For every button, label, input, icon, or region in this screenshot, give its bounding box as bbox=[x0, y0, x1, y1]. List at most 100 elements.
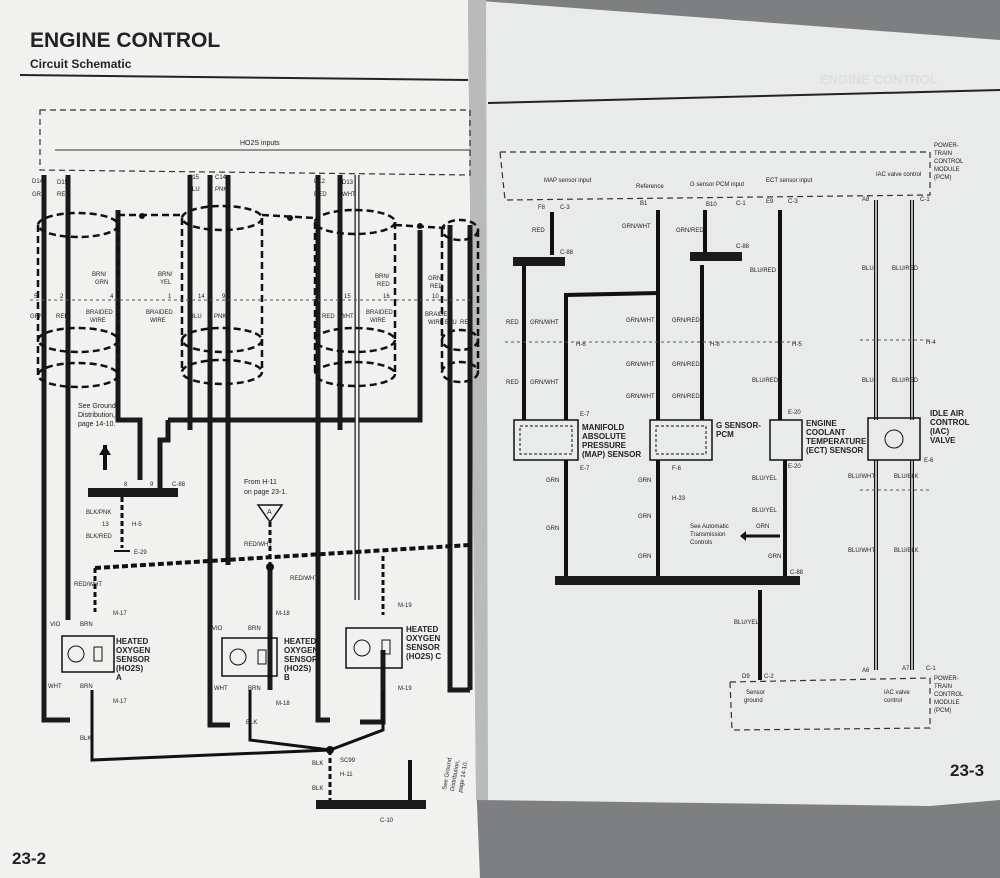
input-reference: Reference bbox=[636, 184, 664, 190]
mid-wire-blu: BLU bbox=[190, 314, 202, 320]
c88-label-left: C-88 bbox=[172, 482, 186, 488]
wire-blured-2: BLU/RED bbox=[752, 378, 779, 384]
h4-label: H-4 bbox=[926, 340, 936, 346]
page-title: ENGINE CONTROL bbox=[30, 29, 220, 52]
c88-bottom-bar bbox=[555, 576, 800, 585]
h5-label: H-5 bbox=[792, 342, 802, 348]
pcm-bottom-1: POWER- bbox=[934, 676, 959, 682]
pin-c1b: C-1 bbox=[920, 197, 930, 203]
wire-red-2: RED bbox=[314, 192, 327, 198]
arrow-left-icon bbox=[740, 531, 746, 541]
ground-note-2: Distribution, bbox=[78, 412, 115, 419]
brn-red-2: RED bbox=[377, 282, 390, 288]
vio-label-b: VIO bbox=[212, 626, 223, 632]
mid-wire-red-3: RED bbox=[460, 320, 473, 326]
braided-label-a1: BRAIDED bbox=[86, 310, 113, 316]
wire-grn: GRN bbox=[32, 192, 45, 198]
left-page-number: 23-2 bbox=[12, 849, 46, 868]
braided-label-c1: BRAIDED bbox=[366, 310, 393, 316]
ground-bus bbox=[90, 690, 412, 800]
wire-grnred-4: GRN/RED bbox=[672, 394, 700, 400]
book-gutter bbox=[468, 0, 488, 800]
wire-grn-ect: GRN bbox=[756, 524, 769, 530]
map-label-3: PRESSURE bbox=[582, 441, 627, 450]
svg-text:Distribution,: Distribution, bbox=[450, 759, 461, 792]
e20-top: E-20 bbox=[788, 410, 801, 416]
pin-12: 12 bbox=[314, 294, 321, 300]
wire-blu-iac-2: BLU bbox=[862, 378, 874, 384]
map-label-2: ABSOLUTE bbox=[582, 432, 627, 441]
wire-grn-g-2: GRN bbox=[638, 514, 651, 520]
mid-wire-pnk: PNK bbox=[214, 314, 226, 320]
pin-b10: B10 bbox=[706, 202, 717, 208]
sensor-c-label-3: SENSOR bbox=[406, 643, 440, 652]
h5-label-left: H-5 bbox=[132, 522, 142, 528]
pin-e9: E9 bbox=[766, 199, 774, 205]
sc99-label: SC99 bbox=[340, 758, 356, 764]
pcm-box-right bbox=[499, 151, 931, 201]
ghost-title: ENGINE CONTROL bbox=[820, 72, 938, 87]
wire-grn-g-3: GRN bbox=[638, 554, 651, 560]
pin-a7: A7 bbox=[902, 666, 910, 672]
wire-grnwht-5: GRN/WHT bbox=[626, 362, 655, 368]
c10-ground-bar bbox=[316, 800, 426, 809]
wire-red: RED bbox=[57, 192, 70, 198]
iac-label-4: VALVE bbox=[930, 436, 956, 445]
pin-a8: A8 bbox=[862, 197, 870, 203]
sensor-c-label-4: (HO2S) C bbox=[406, 652, 441, 661]
ground-note-rotated: See Ground Distribution, page 14-10. bbox=[442, 757, 469, 793]
ho2s-sensor-a bbox=[61, 635, 115, 673]
blk-label-c: BLK bbox=[312, 761, 323, 767]
connector-a-triangle-icon bbox=[256, 504, 284, 524]
pin-b1: B1 bbox=[640, 201, 648, 207]
grn-red-1: GRN/ bbox=[428, 276, 443, 282]
sensor-b-label-1: HEATED bbox=[284, 637, 317, 646]
brn-yel-1: BRN/ bbox=[158, 272, 173, 278]
m19-top: M-19 bbox=[398, 603, 412, 609]
splice-red-wht bbox=[266, 563, 274, 571]
h33-label: H-33 bbox=[672, 496, 686, 502]
pin-c1-bottom: C-1 bbox=[926, 666, 936, 672]
ground-note-3: page 14-10. bbox=[78, 421, 115, 428]
wire-red-map-2: RED bbox=[506, 320, 519, 326]
ect-label-3: TEMPERATURE bbox=[806, 437, 867, 446]
e20-bottom: E-20 bbox=[788, 464, 801, 470]
m17-top: M-17 bbox=[113, 611, 127, 617]
splice-dot-2 bbox=[287, 215, 293, 221]
wire-grnwht-6: GRN/WHT bbox=[626, 394, 655, 400]
wire-bluwht-2: BLU/WHT bbox=[848, 548, 875, 554]
sensor-b-label-5: B bbox=[284, 673, 290, 682]
braided-label-d2: WIRE bbox=[428, 320, 444, 326]
wire-grn-map-2: GRN bbox=[546, 526, 559, 532]
pin-a6: A6 bbox=[862, 668, 870, 674]
braided-shields bbox=[36, 204, 480, 389]
pin-15: 15 bbox=[344, 294, 351, 300]
pin-d9: D9 bbox=[742, 674, 750, 680]
ho2s-sensor-c bbox=[345, 627, 403, 669]
page-subtitle: Circuit Schematic bbox=[30, 57, 132, 71]
map-label-4: (MAP) SENSOR bbox=[582, 450, 641, 459]
iac-valve-box bbox=[867, 417, 921, 461]
pin-16: 16 bbox=[383, 294, 390, 300]
mid-wire-red: RED bbox=[56, 314, 69, 320]
braided-label-c2: WIRE bbox=[370, 318, 386, 324]
ho2s-sensor-b bbox=[221, 637, 278, 677]
c88-connector-bar bbox=[88, 488, 178, 497]
h6-label: H-6 bbox=[576, 342, 586, 348]
pcm-label-1: POWER- bbox=[934, 143, 959, 149]
blk-pnk-label: BLK/PNK bbox=[86, 510, 111, 516]
pin-9b: 9 bbox=[150, 482, 154, 488]
wire-grnred-3: GRN/RED bbox=[672, 362, 700, 368]
pin-2: 2 bbox=[60, 294, 64, 300]
input-iac: IAC valve control bbox=[876, 172, 921, 178]
map-label-1: MANIFOLD bbox=[582, 423, 624, 432]
ground-arrow-icon bbox=[99, 445, 111, 455]
wire-grnred-1: GRN/RED bbox=[676, 228, 704, 234]
pcm-label-3: CONTROL bbox=[934, 159, 964, 165]
brn-red-1: BRN/ bbox=[375, 274, 390, 280]
sensor-b-label-3: SENSOR bbox=[284, 655, 318, 664]
pcm-bottom-5: (PCM) bbox=[934, 708, 951, 714]
mid-wire-wht: WHT bbox=[340, 314, 354, 320]
map-sensor-box bbox=[513, 419, 579, 461]
wire-grnwht-3: GRN/WHT bbox=[622, 224, 651, 230]
